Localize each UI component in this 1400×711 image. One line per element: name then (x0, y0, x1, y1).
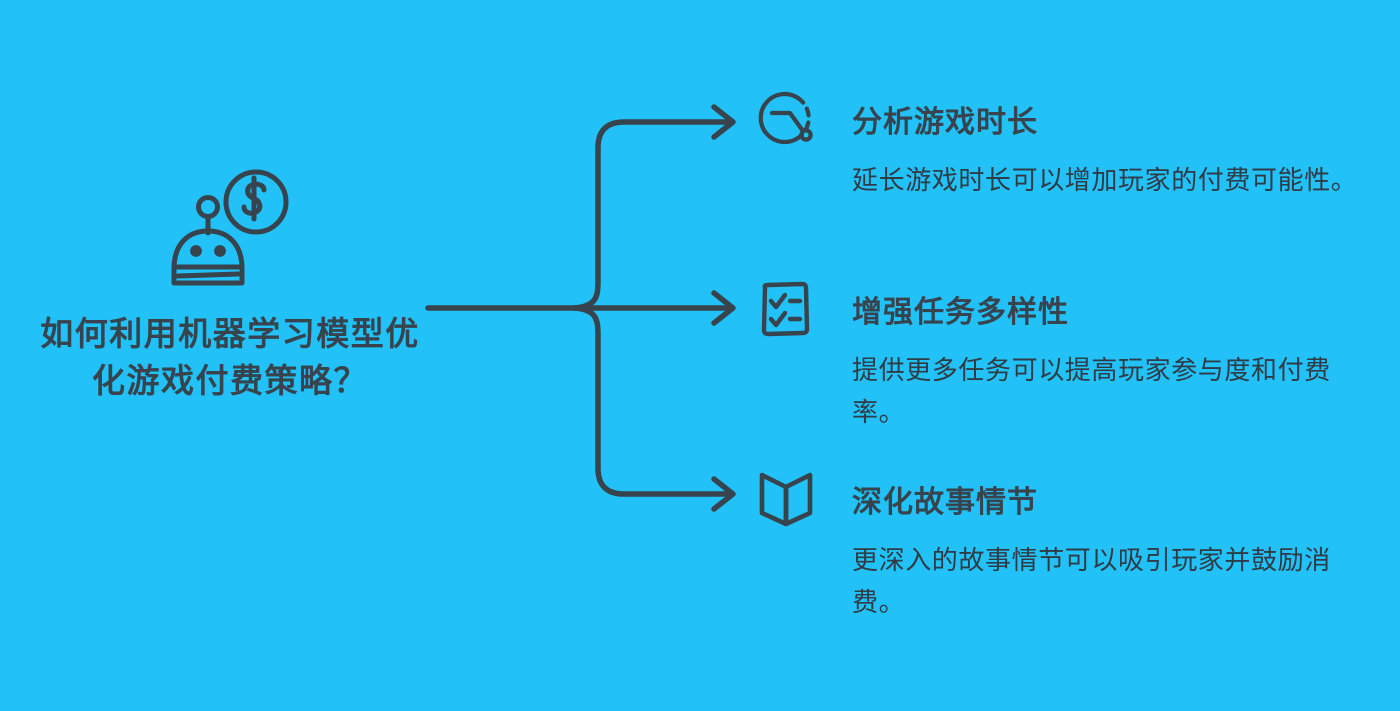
clock-pivot-dot (799, 128, 813, 142)
page-title: 如何利用机器学习模型优化游戏付费策略？ (40, 317, 420, 400)
robot-eye-right (214, 245, 226, 257)
coin-circle (223, 169, 289, 235)
arrowhead-1 (711, 104, 736, 140)
branch-3-description: 更深入的故事情节可以吸引玩家并鼓励消费。 (852, 546, 1331, 618)
book-right-page (783, 472, 813, 527)
arrowhead-2 (711, 290, 736, 326)
branch-1-header: 分析游戏时长 (752, 84, 1372, 154)
clock-arc-solid (758, 91, 801, 145)
robot-mouth-line-2 (175, 271, 241, 279)
robot-head (171, 228, 245, 286)
robot-eye-left (190, 245, 202, 257)
arrowhead-3 (711, 476, 736, 512)
check-mark-2 (768, 310, 788, 328)
branch-2-title: 增强任务多样性 (852, 296, 1069, 329)
check-mark-1 (768, 292, 788, 310)
branch-2-description: 提供更多任务可以提高玩家参与度和付费率。 (852, 356, 1331, 428)
branch-item-2[interactable]: 增强任务多样性 提供更多任务可以提高玩家参与度和付费率。 (752, 274, 1372, 434)
branch-1-description: 延长游戏时长可以增加玩家的付费可能性。 (852, 166, 1358, 195)
antenna-ball (196, 195, 220, 219)
branch-1-title: 分析游戏时长 (852, 106, 1038, 139)
connector-branch-1 (572, 119, 731, 311)
book-left-page (759, 472, 789, 527)
branch-item-3[interactable]: 深化故事情节 更深入的故事情节可以吸引玩家并鼓励消费。 (752, 464, 1372, 624)
robot-coin-icon (171, 169, 289, 286)
branch-2-header: 增强任务多样性 (752, 274, 1372, 344)
branch-3-title: 深化故事情节 (852, 486, 1038, 519)
clock-hands (769, 110, 806, 134)
branch-3-header: 深化故事情节 (752, 464, 1372, 534)
checklist-frame (761, 281, 810, 337)
root-node: 如何利用机器学习模型优化游戏付费策略？ (30, 165, 430, 406)
clock-timer-icon (758, 91, 813, 145)
connector-branch-3 (572, 305, 731, 497)
branch-item-1[interactable]: 分析游戏时长 延长游戏时长可以增加玩家的付费可能性。 (752, 84, 1372, 202)
open-book-icon (759, 472, 813, 527)
checklist-tasks-icon (761, 281, 810, 337)
